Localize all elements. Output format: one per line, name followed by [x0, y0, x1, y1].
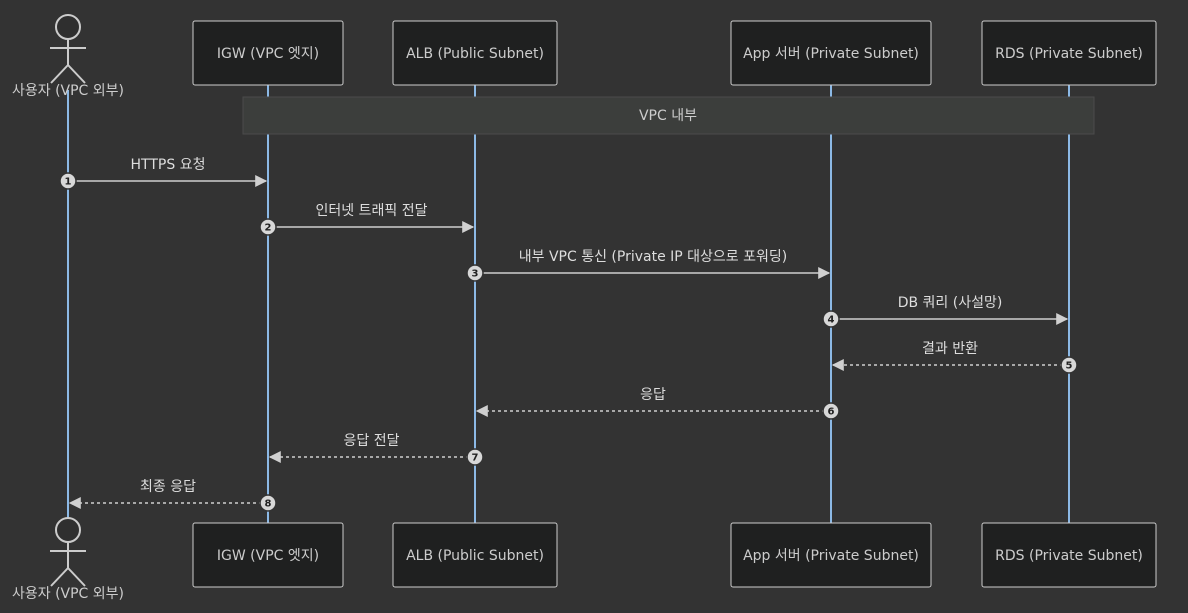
message-label: 결과 반환	[922, 341, 978, 357]
message-1: HTTPS 요청 1	[59, 157, 268, 190]
participant-app-bottom: App 서버 (Private Subnet)	[730, 522, 932, 588]
participants-bottom: 사용자 (VPC 외부) IGW (VPC 엣지) ALB (Public Subn…	[12, 517, 1157, 602]
message-label: 응답	[640, 387, 666, 403]
participant-label: ALB (Public Subnet)	[406, 548, 544, 564]
sequence-number: 2	[265, 223, 272, 234]
participant-label: IGW (VPC 엣지)	[217, 548, 319, 564]
participant-box	[192, 20, 344, 86]
sequence-number: 5	[1066, 361, 1073, 372]
participant-box	[730, 20, 932, 86]
sequence-number-badge	[259, 218, 277, 236]
sequence-number: 1	[65, 177, 72, 188]
message-4: DB 쿼리 (사설망) 4	[822, 295, 1069, 328]
participant-label: App 서버 (Private Subnet)	[743, 548, 919, 564]
participant-label: RDS (Private Subnet)	[995, 548, 1143, 564]
message-label: HTTPS 요청	[131, 157, 206, 173]
participant-box	[981, 20, 1157, 86]
sequence-number-badge	[466, 264, 484, 282]
sequence-number: 4	[828, 315, 835, 326]
message-3: 내부 VPC 통신 (Private IP 대상으로 포워딩) 3	[466, 249, 831, 282]
sequence-number-badge	[822, 310, 840, 328]
sequence-number-badge	[1060, 356, 1078, 374]
vpc-note-box	[242, 96, 1095, 135]
participant-box	[392, 522, 558, 588]
sequence-number-badge	[259, 494, 277, 512]
message-6: 응답 6	[475, 387, 840, 420]
participant-box	[730, 522, 932, 588]
actor-icon	[50, 14, 86, 84]
messages: HTTPS 요청 1 인터넷 트래픽 전달 2 내부 VPC 통신 (Private I…	[59, 157, 1078, 512]
participant-app-top: App 서버 (Private Subnet)	[730, 20, 932, 86]
message-label: DB 쿼리 (사설망)	[898, 295, 1003, 311]
participant-rds-top: RDS (Private Subnet)	[981, 20, 1157, 86]
participant-alb-top: ALB (Public Subnet)	[392, 20, 558, 86]
sequence-number: 8	[265, 499, 272, 510]
participant-label: IGW (VPC 엣지)	[217, 46, 319, 62]
participant-label: App 서버 (Private Subnet)	[743, 46, 919, 62]
participant-user-top: 사용자 (VPC 외부)	[12, 14, 124, 99]
actor-label: 사용자 (VPC 외부)	[12, 83, 124, 99]
participant-user-bottom: 사용자 (VPC 외부)	[12, 517, 124, 602]
participant-rds-bottom: RDS (Private Subnet)	[981, 522, 1157, 588]
vpc-note: VPC 내부	[242, 96, 1095, 135]
participant-igw-bottom: IGW (VPC 엣지)	[192, 522, 344, 588]
participant-alb-bottom: ALB (Public Subnet)	[392, 522, 558, 588]
sequence-number: 7	[472, 453, 479, 464]
participant-box	[192, 522, 344, 588]
actor-icon	[50, 517, 86, 587]
lifelines	[67, 85, 1070, 523]
message-2: 인터넷 트래픽 전달 2	[259, 203, 475, 236]
message-8: 최종 응답 8	[68, 479, 277, 512]
vpc-note-text: VPC 내부	[639, 108, 697, 124]
message-7: 응답 전달 7	[268, 433, 484, 466]
message-label: 최종 응답	[140, 479, 196, 495]
actor-label: 사용자 (VPC 외부)	[12, 586, 124, 602]
participant-box	[981, 522, 1157, 588]
participant-igw-top: IGW (VPC 엣지)	[192, 20, 344, 86]
participant-box	[392, 20, 558, 86]
participants-top: 사용자 (VPC 외부) IGW (VPC 엣지) ALB (Public Subn…	[12, 14, 1157, 99]
sequence-number: 3	[472, 269, 479, 280]
message-label: 내부 VPC 통신 (Private IP 대상으로 포워딩)	[519, 249, 787, 265]
message-label: 응답 전달	[344, 433, 400, 449]
message-5: 결과 반환 5	[831, 341, 1078, 374]
participant-label: ALB (Public Subnet)	[406, 46, 544, 62]
participant-label: RDS (Private Subnet)	[995, 46, 1143, 62]
sequence-number-badge	[59, 172, 77, 190]
message-label: 인터넷 트래픽 전달	[316, 203, 428, 219]
sequence-number-badge	[466, 448, 484, 466]
sequence-number: 6	[828, 407, 835, 418]
sequence-number-badge	[822, 402, 840, 420]
